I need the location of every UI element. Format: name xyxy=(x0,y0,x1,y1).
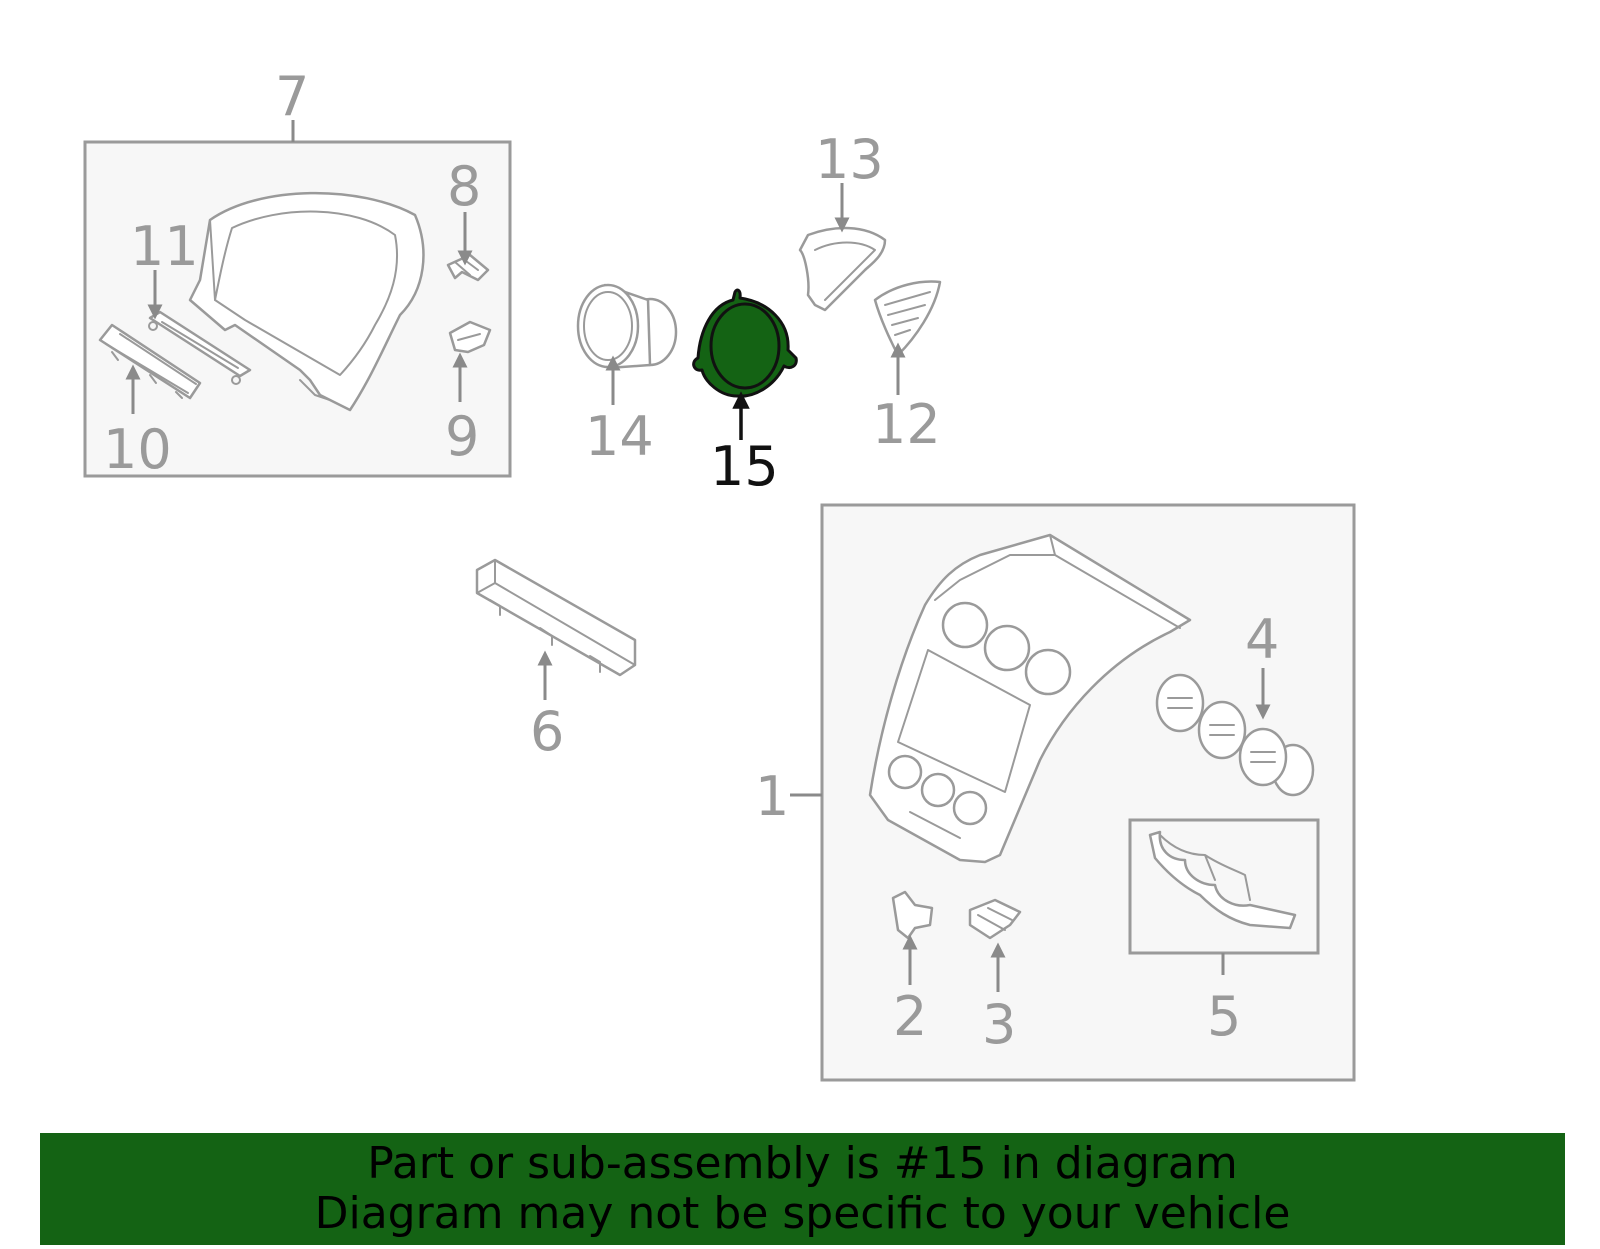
assembly-box-5 xyxy=(1128,818,1320,955)
banner-line-2: Diagram may not be specific to your vehi… xyxy=(314,1188,1291,1239)
callout-5: 5 xyxy=(1207,985,1241,1048)
part-1-center-bezel xyxy=(868,533,1192,864)
callout-12: 12 xyxy=(872,393,941,456)
part-6-switch-module xyxy=(475,558,637,677)
callout-14: 14 xyxy=(585,405,654,468)
part-2-clip xyxy=(891,890,934,940)
part-13-vent-bezel xyxy=(798,226,887,312)
part-4-vent-assembly xyxy=(1155,673,1315,797)
callout-7: 7 xyxy=(275,65,309,128)
callout-6: 6 xyxy=(530,700,564,763)
callout-8: 8 xyxy=(447,155,481,218)
callout-4: 4 xyxy=(1245,608,1279,671)
callout-9: 9 xyxy=(445,405,479,468)
part-12-vent xyxy=(873,280,942,357)
part-7-cluster-hood xyxy=(188,191,425,412)
callout-2: 2 xyxy=(893,985,927,1048)
banner-line-1: Part or sub-assembly is #15 in diagram xyxy=(367,1138,1238,1189)
part-10-switch-panel xyxy=(98,323,202,400)
callout-3: 3 xyxy=(982,993,1016,1056)
callout-10: 10 xyxy=(103,418,172,481)
part-11-bracket xyxy=(148,310,252,385)
part-9-clip xyxy=(448,320,492,354)
part-3-clip xyxy=(968,898,1022,940)
callout-13: 13 xyxy=(815,128,884,191)
callout-11: 11 xyxy=(130,215,199,278)
part-15-highlighted xyxy=(692,288,798,398)
callout-15: 15 xyxy=(710,435,779,498)
info-banner: Part or sub-assembly is #15 in diagram D… xyxy=(40,1133,1565,1245)
part-14-gauge-ring xyxy=(576,283,678,370)
part-5-vent-trim xyxy=(1148,830,1297,930)
callout-1: 1 xyxy=(755,765,789,828)
